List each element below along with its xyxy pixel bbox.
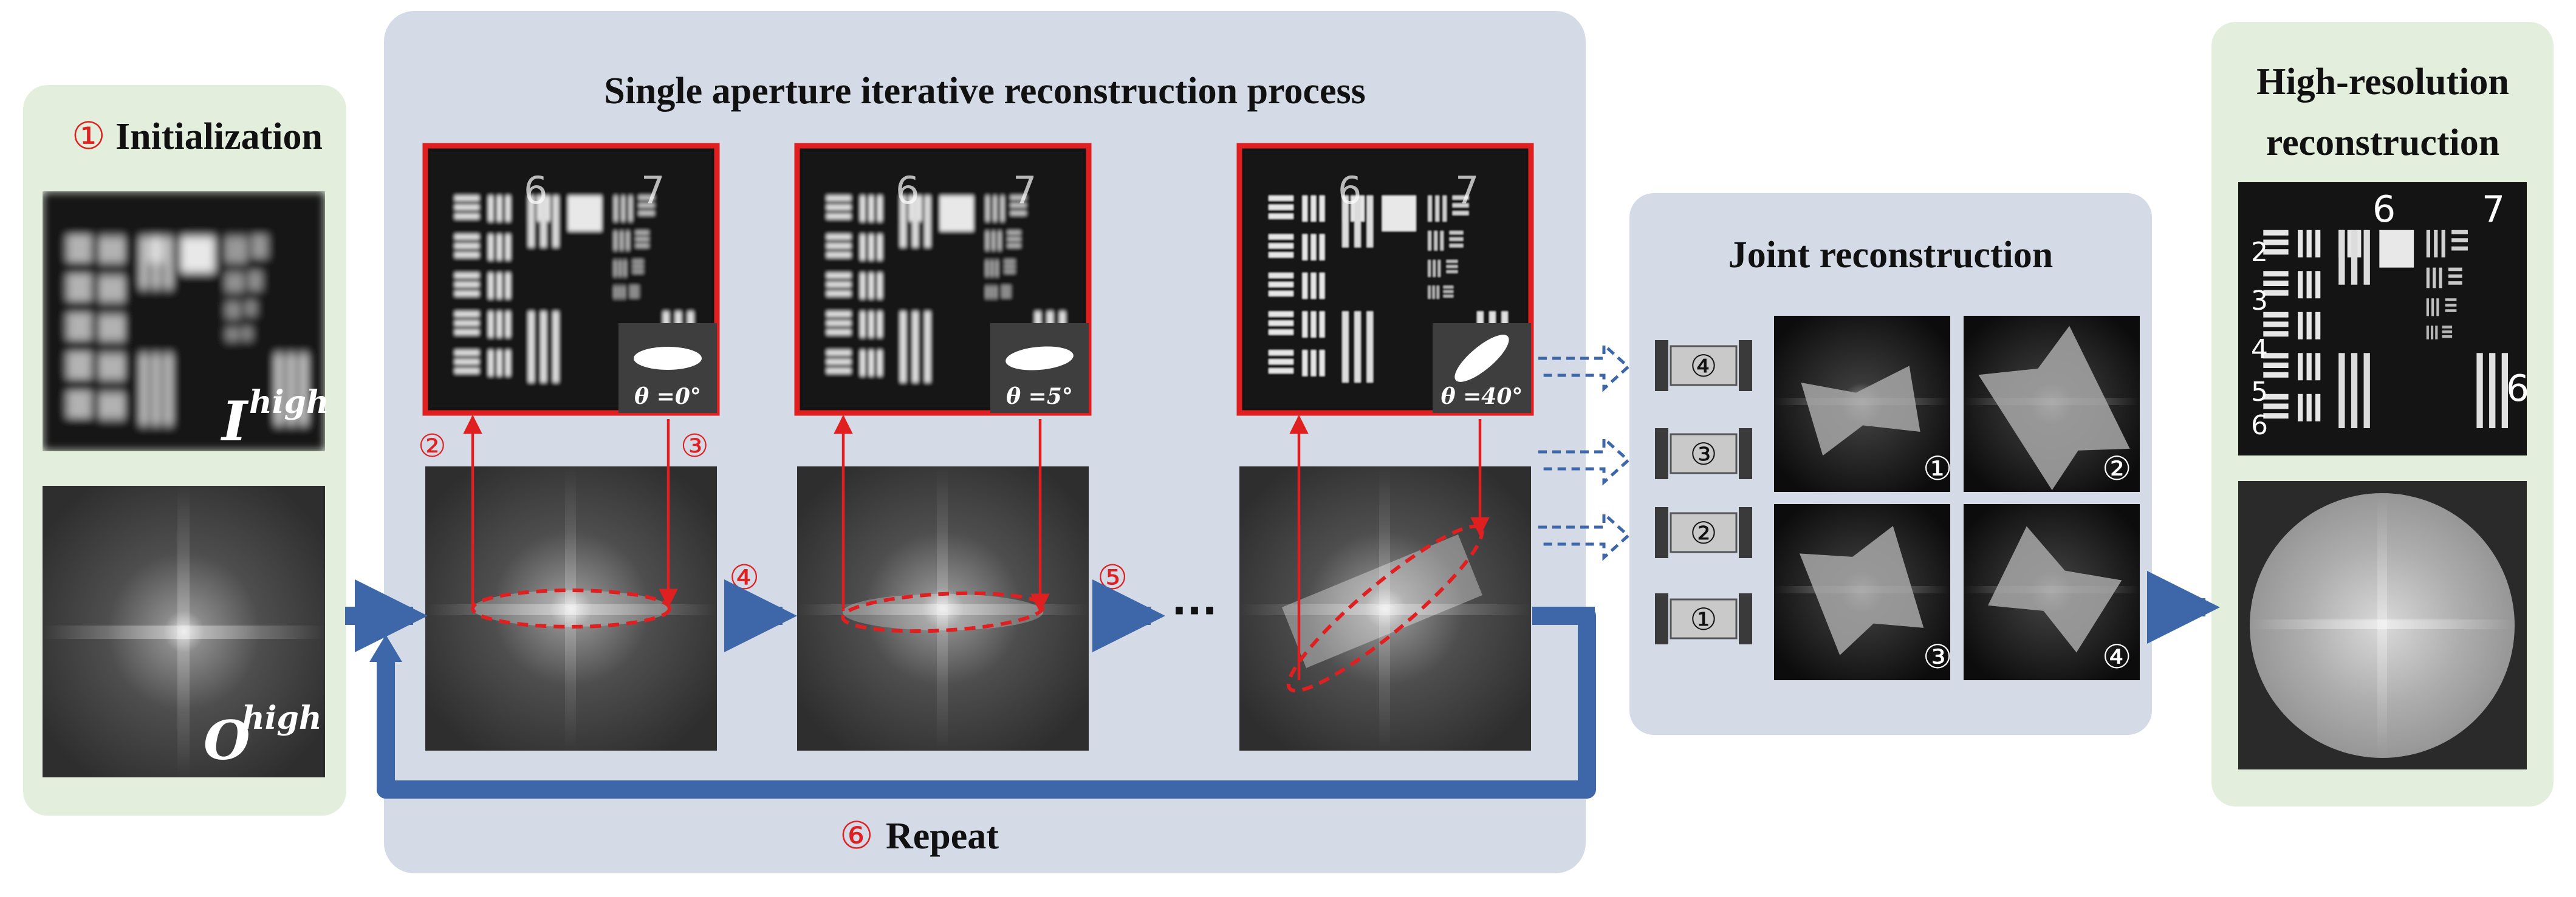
aperture-image-theta-5: 6 7 θ =5°: [794, 143, 1092, 416]
joint-tile-3: ③: [1774, 504, 1952, 680]
repeat-label: Repeat: [886, 816, 999, 857]
repeat-loop-arrow: [377, 607, 1596, 799]
initial-intensity-image: I high: [43, 191, 329, 454]
aperture-icon-label: ①: [1690, 602, 1718, 637]
target-number-4: 4: [2251, 334, 2268, 365]
target-number-6: 6: [2372, 188, 2396, 231]
spectrum-image-2: [797, 466, 1089, 751]
target-number-5: 5: [2251, 377, 2268, 408]
ellipsis: ···: [1171, 587, 1217, 634]
high-resolution-title-line1: High-resolution: [2256, 61, 2509, 103]
accumulated-spectrum-region: [1282, 534, 1482, 668]
aperture-icon-label: ②: [1690, 516, 1718, 551]
theta-label-0: θ =0°: [634, 384, 701, 409]
spectrum-image-1: [425, 466, 717, 751]
target-number-3: 3: [2251, 285, 2268, 316]
spectrum-image-3: [1239, 466, 1531, 751]
aperture-icon-2: ②: [1655, 507, 1752, 558]
theta-label-5: θ =5°: [1006, 384, 1073, 409]
initial-spectrum-image: O high: [43, 486, 325, 777]
joint-tile-2: ②: [1964, 316, 2140, 492]
tile-label: ②: [2102, 449, 2131, 488]
repeat-loop-arrowhead: [369, 635, 402, 662]
target-number-6-right: 6: [2506, 367, 2529, 410]
aperture-ellipse-0: [634, 347, 702, 370]
step-1-marker: ①: [72, 116, 106, 157]
dashed-arrow-2: [1538, 435, 1631, 486]
tile-label: ①: [1923, 449, 1952, 488]
i-high-label: I: [220, 389, 249, 454]
aperture-image-theta-40: 6 7 θ =40°: [1236, 143, 1534, 416]
target-number-7: 7: [641, 168, 665, 213]
aperture-image-theta-0: 6 7 θ =0°: [422, 143, 720, 416]
single-aperture-title: Single aperture iterative reconstruction…: [604, 70, 1366, 112]
step-6-marker: ⑥: [840, 816, 874, 857]
target-number-6-small: 6: [2251, 410, 2268, 441]
joint-reconstruction-title: Joint reconstruction: [1728, 234, 2053, 276]
step-2-marker: ②: [418, 429, 447, 464]
tile-label: ③: [1923, 638, 1952, 676]
target-number-7: 7: [2482, 188, 2505, 231]
i-high-superscript: high: [249, 384, 329, 421]
tile-label: ④: [2102, 638, 2131, 676]
high-res-target-image: 6 7 2 3 4 5 6 6: [2238, 182, 2529, 455]
aperture-icon-1: ①: [1655, 593, 1752, 644]
aperture-icon-label: ③: [1690, 437, 1718, 472]
theta-label-40: θ =40°: [1441, 384, 1523, 409]
dashed-arrow-1: [1538, 341, 1631, 392]
o-high-superscript: high: [242, 700, 322, 737]
target-number-6: 6: [896, 168, 919, 213]
target-number-6: 6: [1338, 168, 1362, 213]
aperture-icon-3: ③: [1655, 428, 1752, 479]
target-number-7: 7: [1455, 168, 1479, 213]
aperture-ellipse-40: [1454, 335, 1509, 382]
step-3-marker: ③: [680, 429, 709, 464]
joint-tile-4: ④: [1964, 504, 2140, 680]
aperture-ellipse-5: [1005, 346, 1074, 370]
o-high-label: O: [204, 709, 250, 772]
step-5-marker: ⑤: [1097, 559, 1128, 597]
step-4-marker: ④: [729, 559, 759, 597]
aperture-icon-4: ④: [1655, 340, 1752, 391]
initialization-title: Initialization: [115, 116, 323, 157]
high-resolution-title-line2: reconstruction: [2266, 122, 2500, 163]
target-number-7: 7: [1013, 168, 1036, 213]
high-res-spectrum-image: [2238, 481, 2527, 769]
dashed-arrow-3: [1538, 510, 1631, 561]
aperture-outline-0: [471, 588, 671, 629]
target-number-2: 2: [2251, 237, 2268, 268]
joint-tile-1: ①: [1774, 316, 1952, 492]
target-number-6: 6: [524, 168, 547, 213]
aperture-icon-label: ④: [1690, 349, 1718, 384]
